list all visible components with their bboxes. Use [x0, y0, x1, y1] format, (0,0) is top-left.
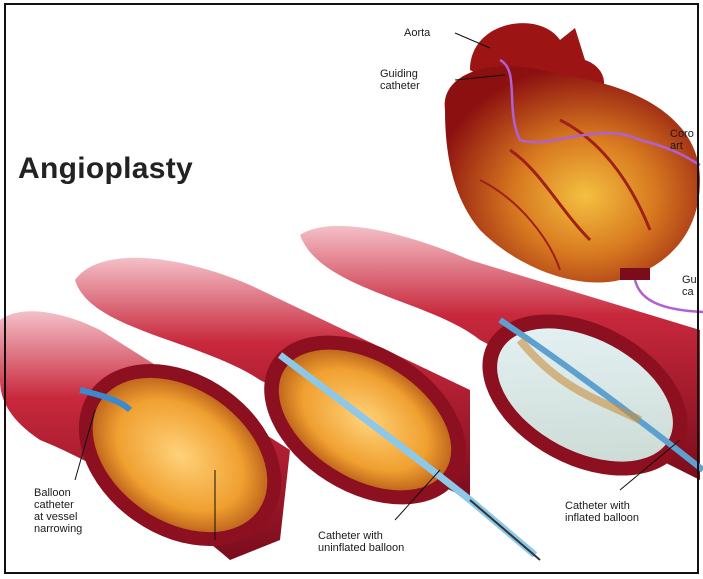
heart-body: [445, 66, 700, 282]
label-coronary-artery: Coro art: [670, 128, 694, 152]
heart-apex-vessel: [620, 268, 650, 280]
label-inflated-balloon: Catheter with inflated balloon: [565, 500, 639, 524]
label-guide-catheter-right: Gu ca: [682, 274, 697, 298]
label-guiding-catheter: Guiding catheter: [380, 68, 420, 92]
catheter-tip: [470, 500, 540, 560]
label-aorta: Aorta: [404, 27, 430, 39]
label-balloon-catheter: Balloon catheter at vessel narrowing: [34, 487, 82, 535]
label-uninflated-balloon: Catheter with uninflated balloon: [318, 530, 404, 554]
diagram-title: Angioplasty: [18, 152, 193, 186]
